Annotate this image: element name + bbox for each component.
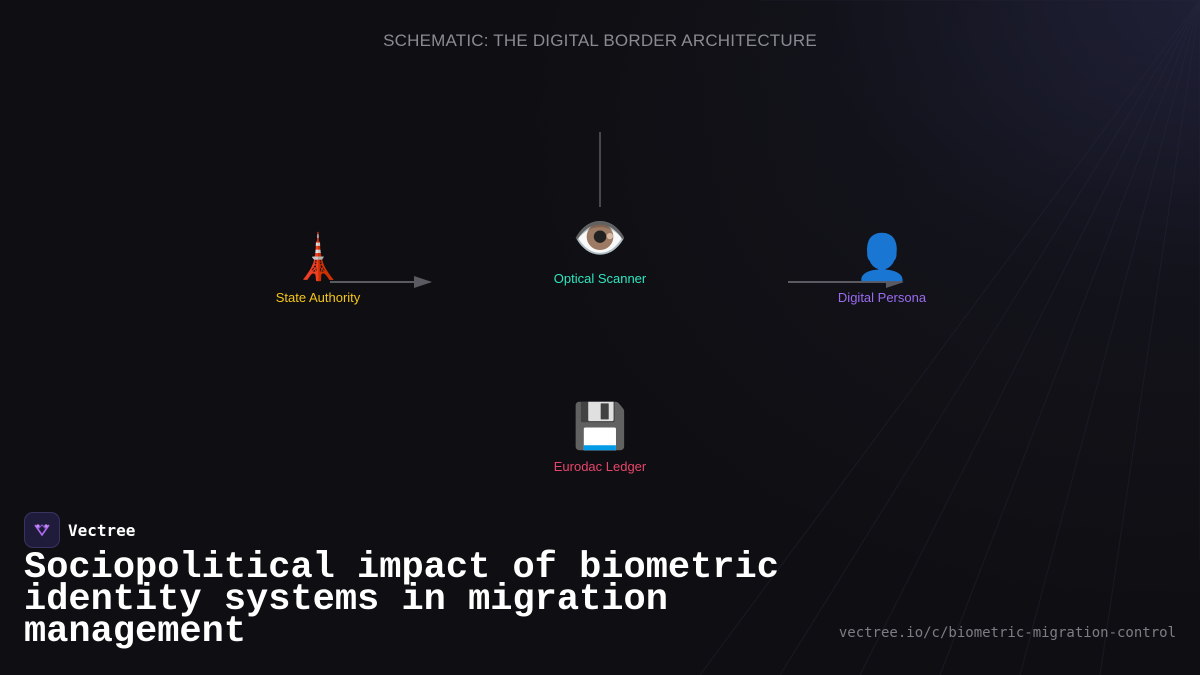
tower-icon: 🗼 xyxy=(290,232,346,283)
node-label: State Authority xyxy=(275,290,361,305)
vectree-logo-icon xyxy=(24,512,60,548)
node-label: Eurodac Ledger xyxy=(553,459,647,474)
node-label: Digital Persona xyxy=(837,290,927,305)
node-label: Optical Scanner xyxy=(553,271,647,286)
node-eurodac-ledger: 💾 Eurodac Ledger xyxy=(510,401,690,474)
person-icon: 👤 xyxy=(854,232,910,283)
node-state-authority: 🗼 State Authority xyxy=(228,232,408,305)
floppy-disk-icon: 💾 xyxy=(572,401,628,452)
eye-icon: 👁️ xyxy=(572,213,628,264)
brand-name: Vectree xyxy=(68,520,136,540)
node-digital-persona: 👤 Digital Persona xyxy=(792,232,972,305)
page-headline: Sociopolitical impact of biometric ident… xyxy=(24,547,779,653)
node-optical-scanner: 👁️ Optical Scanner xyxy=(510,213,690,286)
brand: Vectree xyxy=(24,512,135,548)
page-url[interactable]: vectree.io/c/biometric-migration-control xyxy=(838,625,1176,641)
diagram-title: SCHEMATIC: THE DIGITAL BORDER ARCHITECTU… xyxy=(383,31,817,50)
